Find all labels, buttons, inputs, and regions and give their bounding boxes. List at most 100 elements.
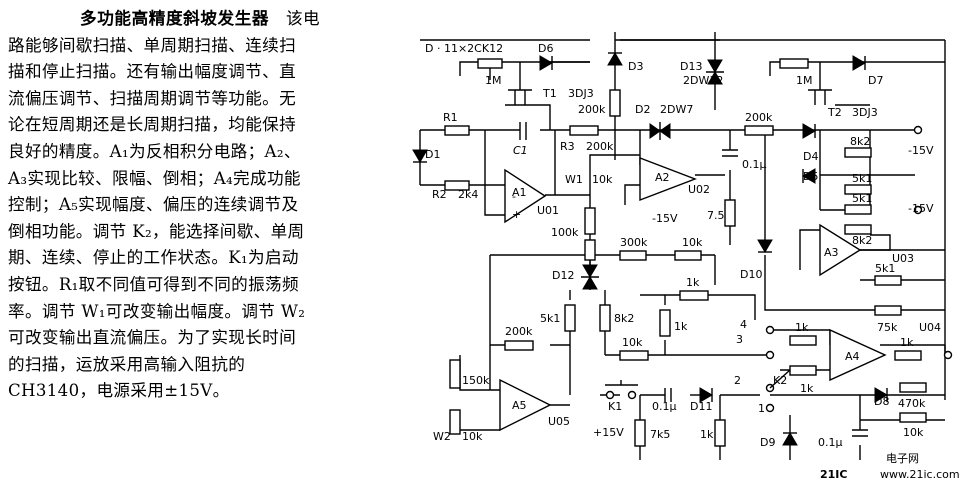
- resistor-5k1-c: [844, 204, 872, 215]
- resistor-150k: [449, 359, 461, 389]
- label-d12: D12: [552, 269, 574, 282]
- label-d8: D8: [874, 395, 889, 408]
- switches: [605, 125, 953, 413]
- label-neg15-mid: -15V: [652, 212, 678, 225]
- label-w1: W1: [565, 173, 583, 186]
- label-r-10k-mid: 10k: [622, 336, 643, 349]
- terminal-u04: [943, 350, 953, 360]
- label-d13: D13: [680, 60, 702, 73]
- resistor-r3: [569, 125, 599, 136]
- label-d7: D7: [868, 74, 883, 87]
- label-r-7k5: 7k5: [650, 428, 670, 441]
- description-line: 的扫描，运放采用高输入阻抗的: [8, 354, 246, 374]
- label-a2: A2: [655, 171, 670, 184]
- label-r-1k-d: 1k: [795, 321, 809, 334]
- resistor-1k-f: [789, 365, 817, 376]
- label-sw-3: 3: [736, 333, 743, 346]
- diodes: [412, 52, 888, 446]
- label-neg15-r1: -15V: [908, 144, 934, 157]
- opamp-a1: [504, 168, 547, 224]
- description-line: 流偏压调节、扫描周期调节等功能。无: [8, 88, 297, 108]
- label-r-5k1-b: 5k1: [852, 172, 872, 185]
- description-line: 期、连续、停止的工作状态。K₁为启动: [8, 248, 299, 268]
- resistors: [444, 58, 927, 447]
- watermark-cn: 电子网: [886, 452, 919, 465]
- resistor-200k-c: [744, 125, 774, 136]
- resistor-w2: [449, 409, 461, 435]
- diode-d6: [539, 55, 553, 71]
- description-paragraph: 多功能高精度斜坡发生器 该电 路能够间歇扫描、单周期扫描、连续扫 描和停止扫描。…: [8, 6, 388, 405]
- label-r-300k: 300k: [620, 236, 648, 249]
- label-r-200k-b: 200k: [505, 325, 533, 338]
- label-t1-type: 3DJ3: [568, 87, 594, 100]
- resistor-1m-top: [477, 58, 503, 69]
- resistor-200k-b: [504, 340, 534, 351]
- label-r-8k2-a: 8k2: [614, 312, 634, 325]
- label-r-5k1-d: 5k1: [875, 262, 895, 275]
- opamp-a3: [819, 223, 862, 277]
- label-u03: U03: [892, 252, 914, 265]
- label-d3: D3: [628, 60, 643, 73]
- label-c1: C1: [513, 144, 528, 157]
- resistor-r1: [444, 125, 470, 136]
- label-r-10k-bot: 10k: [903, 426, 924, 439]
- capacitor-01u-mid: [722, 149, 738, 157]
- label-k2: K2: [773, 374, 787, 387]
- transistor-t1: [508, 89, 532, 105]
- label-r-1k-e: 1k: [900, 336, 914, 349]
- label-d2-type: 2DW7: [660, 103, 693, 116]
- label-r1: R1: [443, 111, 458, 124]
- label-u04: U04: [919, 321, 941, 334]
- svg-text:-: -: [512, 190, 516, 203]
- resistor-7k5: [634, 419, 646, 447]
- resistor-1k-d: [789, 335, 817, 346]
- resistor-1k-c: [714, 419, 726, 447]
- label-r3-val: 200k: [586, 140, 614, 153]
- diode-d13: [707, 59, 723, 73]
- resistor-8k2-c: [844, 224, 872, 235]
- description-line: 良好的精度。A₁为反相积分电路；A₂、: [8, 141, 301, 161]
- resistor-1k-b: [659, 309, 671, 337]
- label-d9: D9: [760, 436, 775, 449]
- diode-d2: [649, 123, 661, 139]
- label-u01: U01: [537, 204, 559, 217]
- diode-d8: [874, 387, 888, 403]
- resistor-5k1-a: [564, 304, 576, 332]
- label-r-1k-b: 1k: [674, 320, 688, 333]
- switch-k2-pos4: [765, 325, 775, 335]
- label-u02: U02: [688, 183, 710, 196]
- description-title: 多功能高精度斜坡发生器: [80, 9, 270, 28]
- description-line: CH3140，电源采用±15V。: [8, 381, 230, 401]
- resistor-10k-mid: [619, 350, 649, 361]
- label-cap-01u-k1: 0.1μ: [652, 400, 677, 413]
- diode-d5: [802, 168, 816, 184]
- resistor-100k: [584, 239, 596, 261]
- opamp-a5: [499, 378, 552, 432]
- op-amps: - +: [499, 156, 887, 432]
- label-cap-01u-mid: 0.1μ: [742, 158, 767, 171]
- resistor-200k-a: [609, 89, 621, 117]
- label-r-1k-a: 1k: [686, 276, 700, 289]
- label-v75: 7.5: [707, 209, 725, 222]
- capacitor-01u-bot: [852, 429, 868, 437]
- watermark-brand: 21IC: [820, 468, 847, 481]
- opamp-a4: [829, 328, 887, 382]
- label-u05: U05: [548, 415, 570, 428]
- diode-d10: [757, 239, 773, 253]
- resistor-7-5: [724, 199, 736, 227]
- resistor-10k-bot: [899, 382, 927, 393]
- resistor-300k: [619, 250, 647, 261]
- diode-d3: [607, 52, 623, 66]
- capacitor-01u-k1: [664, 388, 672, 402]
- label-r-5k1-a: 5k1: [540, 312, 560, 325]
- label-w2: W2: [433, 430, 451, 443]
- resistor-1m-right: [779, 58, 809, 69]
- resistor-470k: [899, 412, 927, 423]
- resistor-75k: [874, 305, 902, 316]
- label-r-200k-c: 200k: [745, 111, 773, 124]
- capacitor-c1: [519, 122, 527, 140]
- description-line: 论在短周期还是长周期扫描，均能保持: [8, 115, 297, 135]
- label-r-1m-top: 1M: [485, 74, 502, 87]
- terminal-neg15-r1: [913, 125, 923, 135]
- description-line: 控制；A₅实现幅度、偏压的连续调节及: [8, 195, 299, 215]
